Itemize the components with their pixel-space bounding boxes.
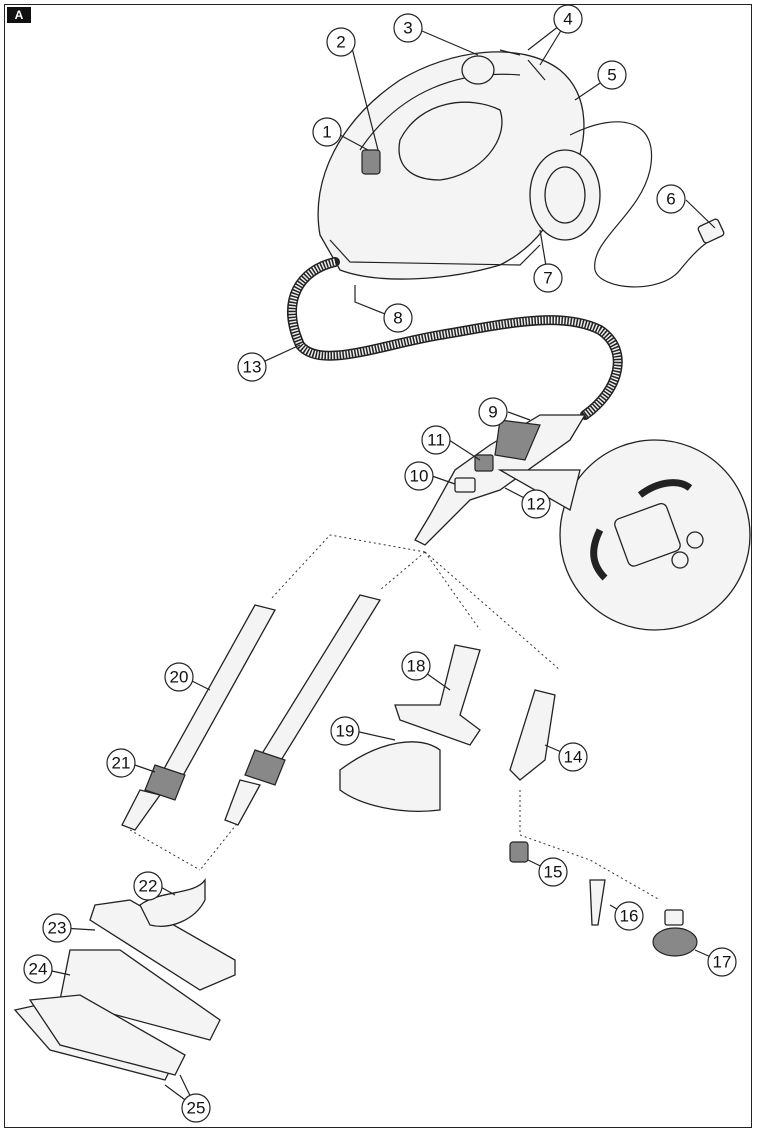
callout-4: 4 [553,4,583,34]
callout-22-label: 22 [139,877,158,896]
steam-cleaner-body [317,49,601,280]
callout-7-label: 7 [543,269,552,288]
callout-23-label: 23 [48,919,67,938]
callout-6: 6 [656,184,686,214]
callout-3-label: 3 [403,19,412,38]
diagram-frame [4,4,752,1128]
hand-nozzle [339,644,481,812]
callout-17-label: 17 [713,953,732,972]
callout-3: 3 [393,13,423,43]
callout-8: 8 [383,303,413,333]
callout-11-label: 11 [427,431,445,450]
callout-14-label: 14 [564,748,583,767]
steam-quantity-switch [614,502,681,567]
callout-5: 5 [597,60,627,90]
callout-25: 25 [181,1093,211,1123]
callout-13: 13 [237,352,267,382]
callout-5-label: 5 [607,66,616,85]
detail-nozzle [509,689,556,781]
callout-21: 21 [106,748,136,778]
callout-13-label: 13 [243,358,262,377]
power-nozzle [509,841,529,863]
callout-25-label: 25 [187,1099,206,1118]
callout-4-label: 4 [563,10,572,29]
extension-tube-right [224,594,382,826]
callout-18-label: 18 [407,657,426,676]
floor-nozzle [89,877,236,991]
callout-2-label: 2 [336,33,345,52]
callout-24-label: 24 [29,960,48,979]
control-buttons [361,149,381,175]
callout-9-label: 9 [488,403,497,422]
callout-9: 9 [478,397,508,427]
callout-12: 12 [521,489,551,519]
floor-cloth-24 [59,949,221,1041]
callout-17: 17 [707,947,737,977]
callout-6-label: 6 [666,190,675,209]
round-brush-nozzle [589,879,606,926]
callout-7: 7 [533,263,563,293]
callout-24: 24 [23,954,53,984]
callout-19-label: 19 [336,722,355,741]
callout-1: 1 [312,117,342,147]
callout-20-label: 20 [170,668,189,687]
callout-19: 19 [330,716,360,746]
callout-23: 23 [42,913,72,943]
extension-tube-left [121,604,276,831]
callout-21-label: 21 [112,754,131,773]
callout-15-label: 15 [544,863,563,882]
callout-2: 2 [326,27,356,57]
callout-8-label: 8 [393,309,402,328]
panel-label: A [7,7,31,23]
power-cord [569,121,721,288]
steam-hose [287,257,623,420]
callout-16: 16 [614,901,644,931]
callout-14: 14 [558,742,588,772]
round-brush-large [652,909,698,957]
callout-16-label: 16 [620,907,639,926]
callout-10-label: 10 [410,467,429,486]
callout-10: 10 [404,461,434,491]
callout-12-label: 12 [527,495,546,514]
callout-11: 11 [421,425,451,455]
callout-15: 15 [538,857,568,887]
safety-cap [461,55,495,85]
callout-1-label: 1 [322,123,331,142]
callout-20: 20 [164,662,194,692]
callout-18: 18 [401,651,431,681]
callout-22: 22 [133,871,163,901]
power-plug [697,218,725,244]
hand-brush [339,741,441,812]
floor-cloths-25 [13,994,186,1081]
